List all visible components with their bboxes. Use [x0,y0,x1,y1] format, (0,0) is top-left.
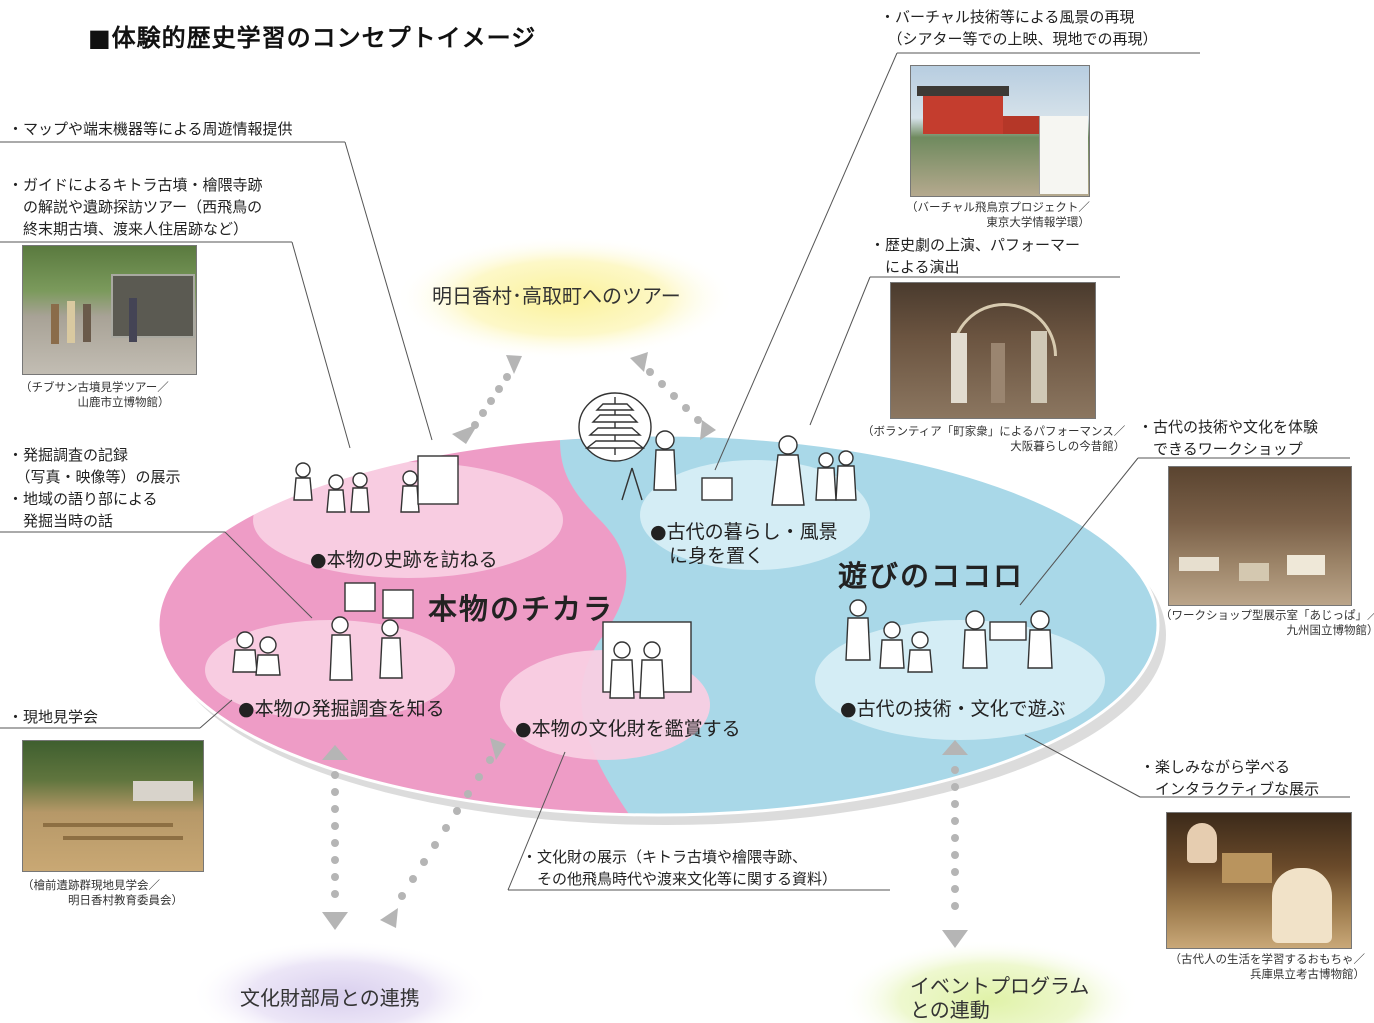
label-real-power: 本物のチカラ [428,592,615,626]
note-guide-tour: ・ガイドによるキトラ古墳・檜隈寺跡 の解説や遺跡探訪ツアー（西飛鳥の 終末期古墳… [8,176,263,238]
tour-glow [395,236,735,360]
photo-virtual-asuka [910,65,1090,197]
caption-workshop: （ワークショップ型展示室「あじっぱ」／ 九州国立博物館） [1160,608,1374,637]
arrow-dotted-icon [322,352,968,948]
dept-glow [190,940,490,1023]
leader-lines [0,52,1350,891]
label-play-spirit: 遊びのココロ [838,559,1025,593]
link-tour: 明日香村･高取町へのツアー [432,284,681,308]
photo-workshop [1168,466,1352,606]
page-title: ■体験的歴史学習のコンセプトイメージ [88,24,537,52]
caption-toy: （古代人の生活を学習するおもちゃ／ 兵庫県立考古博物館） [1169,952,1366,981]
caption-drama: （ボランティア「町家衆」によるパフォーマンス／ 大阪暮らしの今昔館） [862,424,1126,453]
people-illustration [232,430,1053,699]
caption-site-visit: （檜前遺跡群現地見学会／ 明日香村教育委員会） [22,878,183,907]
link-cultural-dept: 文化財部局との連携 [240,986,420,1010]
link-event: イベントプログラム との連動 [910,974,1090,1022]
photo-drama [890,282,1096,419]
note-virtual: ・バーチャル技術等による風景の再現 （シアター等での上映、現地での再現） [880,8,1158,48]
caption-virtual: （バーチャル飛鳥京プロジェクト／ 東京大学情報学環） [906,200,1090,229]
item-visit-sites: ●本物の史跡を訪ねる [310,549,498,571]
note-exhibit: ・文化財の展示（キトラ古墳や檜隈寺跡、 その他飛鳥時代や渡来文化等に関する資料） [522,848,838,888]
item-ancient-tech: ●古代の技術・文化で遊ぶ [840,698,1066,720]
caption-kofun-tour: （チブサン古墳見学ツアー／ 山鹿市立博物館） [20,380,170,409]
item-ancient-life: ●古代の暮らし・風景 に身を置く [650,521,838,567]
photo-kofun-tour [22,245,197,375]
note-site-tour: ・現地見学会 [8,708,99,726]
photo-toy [1166,812,1352,949]
item-appreciate-properties: ●本物の文化財を鑑賞する [515,718,741,740]
photo-site-visit [22,740,204,872]
note-workshop: ・古代の技術や文化を体験 できるワークショップ [1138,418,1319,458]
event-glow [840,940,1140,1023]
pagoda-illustration [578,392,652,462]
note-excavation-record: ・発掘調査の記録 （写真・映像等）の展示 ・地域の語り部による 発掘当時の話 [8,446,181,530]
note-map-info: ・マップや端末機器等による周遊情報提供 [8,120,293,138]
note-interactive: ・楽しみながら学べる インタラクティブな展示 [1140,758,1320,798]
note-drama: ・歴史劇の上演、パフォーマー による演出 [870,236,1081,276]
item-know-excavation: ●本物の発掘調査を知る [238,698,445,720]
